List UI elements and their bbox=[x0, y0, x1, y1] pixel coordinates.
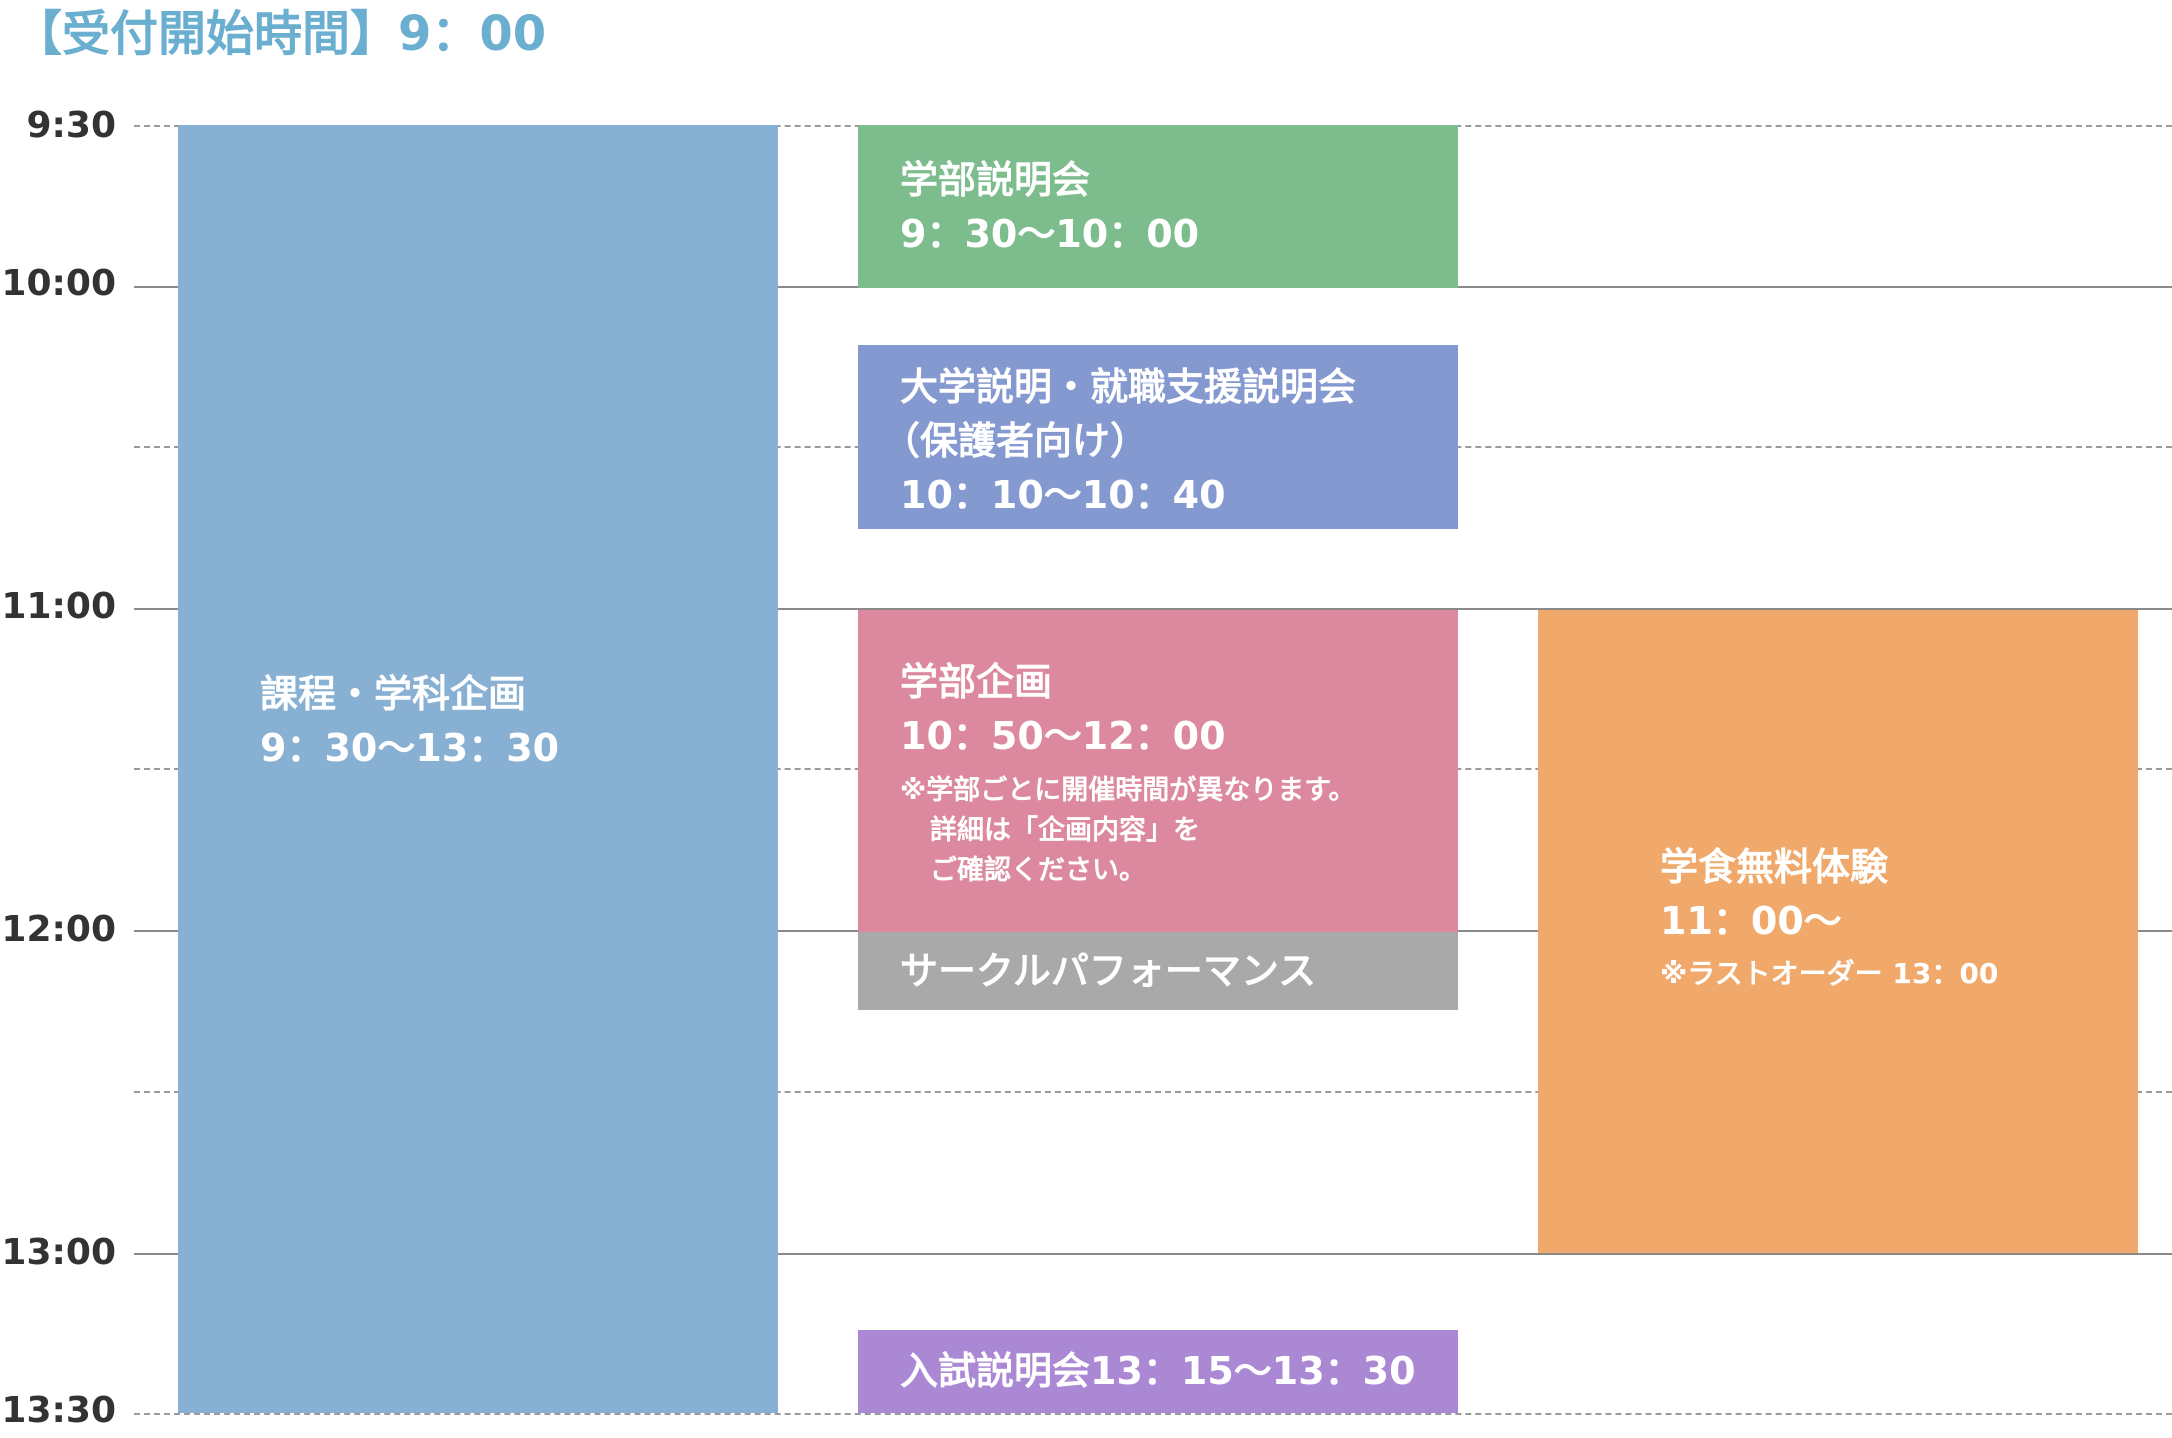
course-event-time: 9：30〜13：30 bbox=[260, 726, 560, 770]
time-label-1300: 13:00 bbox=[1, 1232, 116, 1273]
exam-briefing-block: 入試説明会13：15〜13：30 bbox=[858, 1330, 1458, 1413]
cafeteria-note: ※ラストオーダー 13：00 bbox=[1660, 957, 1999, 990]
cafeteria-block: 学食無料体験 11：00〜 ※ラストオーダー 13：00 bbox=[1538, 610, 2138, 1253]
faculty-event-note-detail: 詳細は「企画内容」を bbox=[930, 815, 1200, 846]
university-briefing-subtitle: （保護者向け） bbox=[882, 419, 1149, 463]
grid-line-1230 bbox=[134, 1091, 2172, 1093]
cafeteria-title: 学食無料体験 bbox=[1660, 845, 1889, 889]
course-event-title: 課程・学科企画 bbox=[260, 672, 527, 716]
faculty-event-time: 10：50〜12：00 bbox=[900, 714, 1226, 758]
faculty-event-title: 学部企画 bbox=[900, 660, 1053, 704]
exam-briefing-title: 入試説明会13：15〜13：30 bbox=[900, 1349, 1416, 1393]
faculty-briefing-title: 学部説明会 bbox=[900, 158, 1091, 202]
course-event-block: 課程・学科企画 9：30〜13：30 bbox=[178, 125, 778, 1413]
faculty-briefing-time: 9：30〜10：00 bbox=[900, 212, 1200, 256]
faculty-event-note: ※学部ごとに開催時間が異なります。 bbox=[900, 775, 1356, 806]
time-label-1200: 12:00 bbox=[1, 909, 116, 950]
university-briefing-time: 10：10〜10：40 bbox=[900, 473, 1226, 517]
time-label-0930: 9:30 bbox=[26, 105, 116, 146]
faculty-briefing-block: 学部説明会 9：30〜10：00 bbox=[858, 125, 1458, 288]
university-briefing-block: 大学説明・就職支援説明会 （保護者向け） 10：10〜10：40 bbox=[858, 345, 1458, 529]
time-label-1100: 11:00 bbox=[1, 586, 116, 627]
circle-performance-block: サークルパフォーマンス bbox=[858, 932, 1458, 1010]
university-briefing-title: 大学説明・就職支援説明会 bbox=[900, 365, 1357, 409]
circle-performance-title: サークルパフォーマンス bbox=[900, 949, 1317, 993]
time-label-1000: 10:00 bbox=[1, 263, 116, 304]
grid-line-1100 bbox=[134, 608, 2172, 610]
faculty-event-block: 学部企画 10：50〜12：00 ※学部ごとに開催時間が異なります。 詳細は「企… bbox=[858, 610, 1458, 932]
grid-line-1300 bbox=[134, 1253, 2172, 1255]
time-label-1330: 13:30 bbox=[1, 1390, 116, 1431]
cafeteria-time: 11：00〜 bbox=[1660, 899, 1842, 943]
faculty-event-note-confirm: ご確認ください。 bbox=[930, 855, 1146, 886]
grid-line-1330 bbox=[134, 1413, 2172, 1415]
page-title: 【受付開始時間】9：00 bbox=[14, 6, 547, 62]
